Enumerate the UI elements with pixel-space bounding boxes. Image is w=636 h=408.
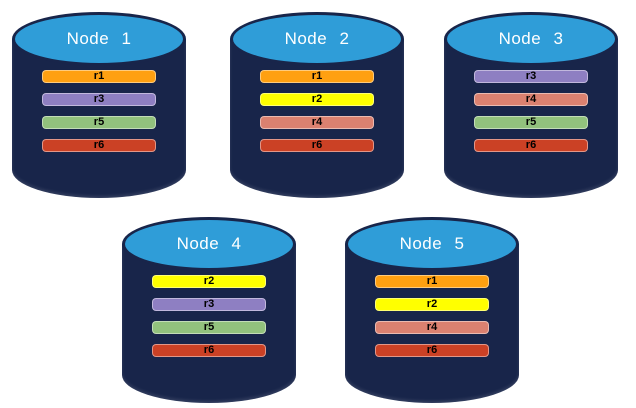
replica-bar: r3	[42, 93, 156, 106]
replica-bar: r6	[474, 139, 588, 152]
replica-bar: r6	[152, 344, 266, 357]
replica-bar: r1	[375, 275, 489, 288]
replica-label: r6	[525, 139, 537, 151]
cylinder-top-ellipse: Node 4	[122, 217, 296, 271]
replica-list: r1 r3 r5 r6	[42, 70, 156, 152]
replica-label: r4	[426, 321, 438, 333]
node-label: Node 1	[66, 29, 132, 48]
database-node: Node 1 r1 r3 r5 r6	[12, 12, 186, 198]
replica-bar: r4	[474, 93, 588, 106]
replica-label: r5	[525, 116, 537, 128]
replica-label: r1	[311, 70, 323, 82]
replica-label: r3	[525, 70, 537, 82]
replica-label: r1	[93, 70, 105, 82]
cylinder-top-ellipse: Node 3	[444, 12, 618, 66]
replica-label: r5	[93, 116, 105, 128]
replica-list: r1 r2 r4 r6	[375, 275, 489, 357]
cylinder-top-ellipse: Node 1	[12, 12, 186, 66]
replica-label: r4	[311, 116, 323, 128]
replica-bar: r5	[474, 116, 588, 129]
database-node: Node 5 r1 r2 r4 r6	[345, 217, 519, 403]
replica-bar: r3	[152, 298, 266, 311]
replica-bar: r2	[375, 298, 489, 311]
node-label: Node 4	[176, 234, 242, 253]
replica-bar: r1	[42, 70, 156, 83]
replica-bar: r6	[375, 344, 489, 357]
replica-label: r3	[203, 298, 215, 310]
replica-label: r6	[93, 139, 105, 151]
database-node: Node 2 r1 r2 r4 r6	[230, 12, 404, 198]
replica-bar: r1	[260, 70, 374, 83]
replica-bar: r2	[260, 93, 374, 106]
replica-list: r3 r4 r5 r6	[474, 70, 588, 152]
replica-bar: r4	[375, 321, 489, 334]
replica-label: r6	[426, 344, 438, 356]
replica-bar: r3	[474, 70, 588, 83]
replica-bar: r5	[152, 321, 266, 334]
replica-label: r1	[426, 275, 438, 287]
database-node: Node 4 r2 r3 r5 r6	[122, 217, 296, 403]
database-node: Node 3 r3 r4 r5 r6	[444, 12, 618, 198]
replica-label: r3	[93, 93, 105, 105]
cylinder-top-ellipse: Node 5	[345, 217, 519, 271]
cylinder-top-ellipse: Node 2	[230, 12, 404, 66]
replica-bar: r6	[42, 139, 156, 152]
node-label: Node 3	[498, 29, 564, 48]
replica-label: r4	[525, 93, 537, 105]
replica-label: r6	[311, 139, 323, 151]
replica-label: r2	[203, 275, 215, 287]
replica-label: r2	[311, 93, 323, 105]
replica-label: r5	[203, 321, 215, 333]
replica-label: r6	[203, 344, 215, 356]
replica-bar: r2	[152, 275, 266, 288]
node-label: Node 5	[399, 234, 465, 253]
replica-bar: r5	[42, 116, 156, 129]
replica-bar: r6	[260, 139, 374, 152]
replica-list: r1 r2 r4 r6	[260, 70, 374, 152]
replica-label: r2	[426, 298, 438, 310]
replica-list: r2 r3 r5 r6	[152, 275, 266, 357]
node-label: Node 2	[284, 29, 350, 48]
replica-bar: r4	[260, 116, 374, 129]
